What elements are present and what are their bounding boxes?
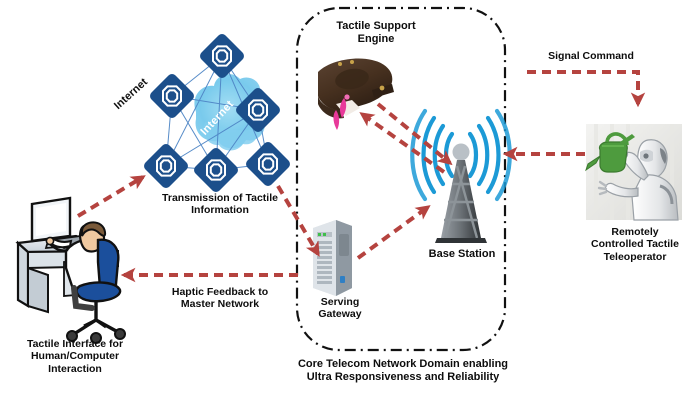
flow-arrow-group: [76, 102, 585, 283]
tactile-interface-workstation-graphic: [15, 196, 126, 344]
radio-waves-icon: [410, 108, 512, 202]
signal-command-label: Signal Command: [548, 50, 634, 62]
base-station-label: Base Station: [428, 248, 496, 260]
arrow-base-station-to-glove: [359, 112, 446, 174]
domain-caption: Core Telecom Network Domain enabling Ult…: [297, 358, 509, 383]
arrow-glove-to-base-station: [376, 102, 453, 166]
arrow-master-to-internet: [76, 175, 146, 218]
server-tower-graphic: [313, 220, 352, 296]
internet-mesh-graphic: [144, 34, 290, 192]
humanoid-robot-graphic: [585, 124, 682, 221]
teleoperator-label: Remotely Controlled Tactile Teleoperator: [591, 226, 679, 263]
haptic-glove-graphic: [318, 58, 394, 130]
internet-node-group: [144, 34, 290, 192]
serving-gateway-label: Serving Gateway: [318, 296, 362, 321]
arrow-internet-to-gateway: [276, 184, 320, 257]
tactile-support-engine-label: Tactile Support Engine: [336, 20, 416, 45]
internet-caption: Transmission of Tactile Information: [162, 192, 278, 217]
arrow-signal-command: [527, 70, 646, 108]
base-station-graphic: [410, 108, 512, 243]
master-node-label: Tactile Interface for Human/Computer Int…: [26, 338, 124, 375]
haptic-feedback-label: Haptic Feedback to Master Network: [171, 286, 269, 311]
core-telecom-domain-boundary: [295, 6, 507, 352]
